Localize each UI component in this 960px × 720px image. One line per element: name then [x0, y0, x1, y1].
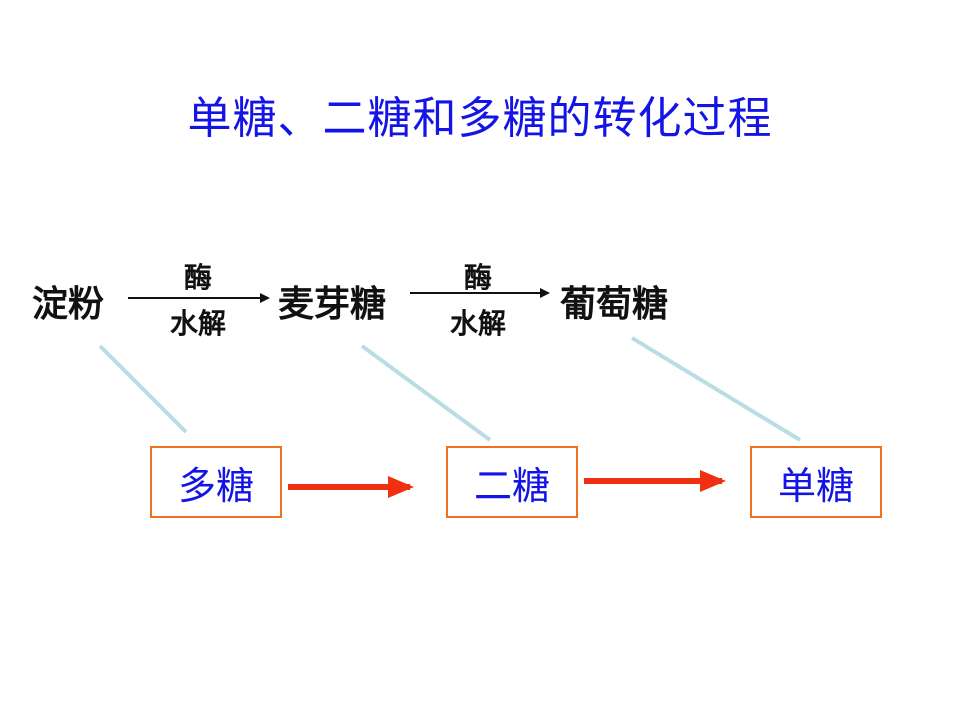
- monosaccharide-box: 单糖: [750, 446, 882, 518]
- glucose-label: 葡萄糖: [560, 284, 669, 325]
- step2-catalyst-label: 酶: [463, 261, 492, 294]
- disaccharide-box: 二糖: [446, 446, 578, 518]
- connector-maltose-to-disaccharide: [360, 344, 492, 442]
- step1-catalyst-label: 酶: [183, 261, 212, 294]
- maltose-label: 麦芽糖: [278, 284, 387, 325]
- connector-glucose-to-monosaccharide: [630, 336, 802, 442]
- step1-condition-label: 水解: [169, 307, 226, 340]
- step2-condition-label: 水解: [449, 307, 506, 340]
- connector-starch-to-polysaccharide: [98, 344, 188, 434]
- starch-label: 淀粉: [32, 284, 105, 325]
- polysaccharide-box: 多糖: [150, 446, 282, 518]
- page-title: 单糖、二糖和多糖的转化过程: [187, 93, 773, 144]
